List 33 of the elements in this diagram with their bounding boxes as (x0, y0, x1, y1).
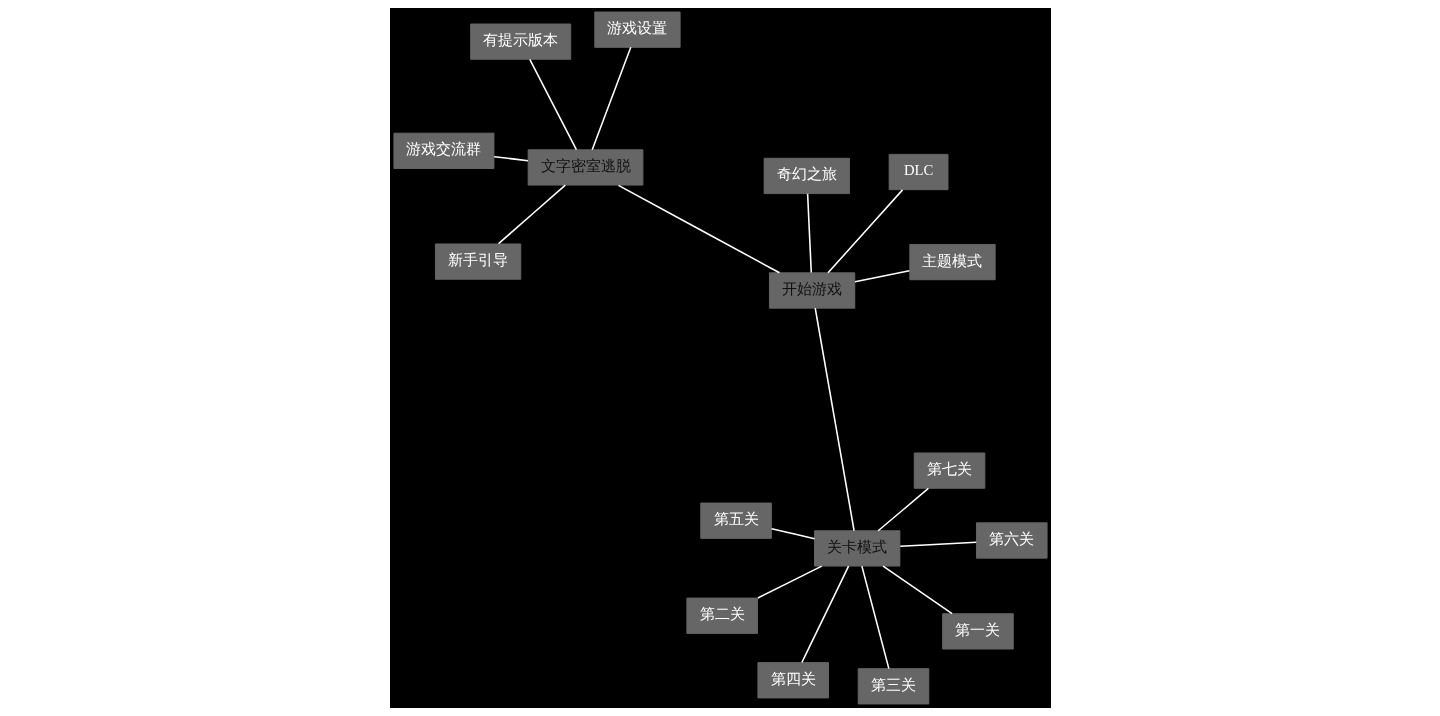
connector (826, 189, 903, 274)
connector (876, 487, 929, 532)
node-box: 开始游戏 (768, 272, 855, 309)
node-box: 文字密室逃脱 (527, 149, 643, 186)
connector (528, 58, 577, 151)
connector (881, 565, 953, 615)
node-box: 主题模式 (908, 243, 996, 281)
connector (800, 565, 849, 664)
node-box: 游戏交流群 (392, 132, 494, 169)
node-box: 有提示版本 (469, 23, 571, 60)
connector (492, 155, 529, 162)
node-box: 第七关 (913, 452, 985, 489)
node-box: DLC (888, 153, 948, 191)
node-box: 奇幻之旅 (763, 157, 850, 195)
node-box: 新手引导 (434, 243, 521, 280)
connector (898, 541, 977, 547)
connector (590, 46, 632, 151)
connector (806, 192, 812, 274)
node-box: 第四关 (756, 662, 829, 699)
node-box: 第六关 (975, 522, 1048, 559)
connector (770, 528, 815, 540)
connector (497, 184, 566, 245)
connector (813, 307, 855, 532)
connector (853, 270, 910, 283)
node-box: 关卡模式 (813, 530, 900, 567)
node-box: 第三关 (857, 668, 929, 705)
node-box: 第五关 (699, 502, 772, 539)
node-box: 第一关 (941, 613, 1014, 650)
connector (756, 565, 822, 599)
node-box: 第二关 (685, 597, 758, 634)
node-box: 游戏设置 (593, 11, 681, 48)
connector (617, 184, 780, 274)
connector (860, 565, 890, 670)
